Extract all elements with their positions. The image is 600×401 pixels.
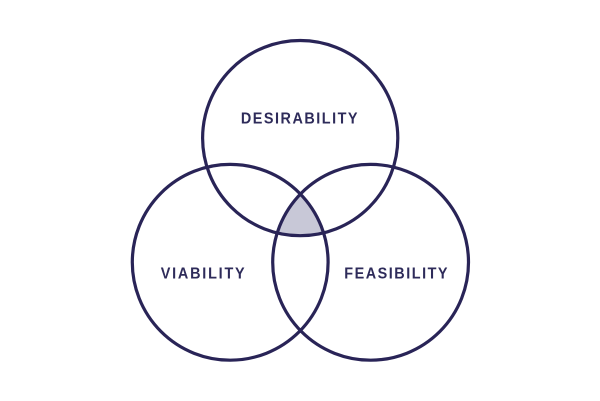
svg-text:VIABILITY: VIABILITY	[161, 265, 245, 283]
svg-text:FEASIBILITY: FEASIBILITY	[344, 265, 447, 283]
svg-text:DESIRABILITY: DESIRABILITY	[241, 110, 358, 128]
